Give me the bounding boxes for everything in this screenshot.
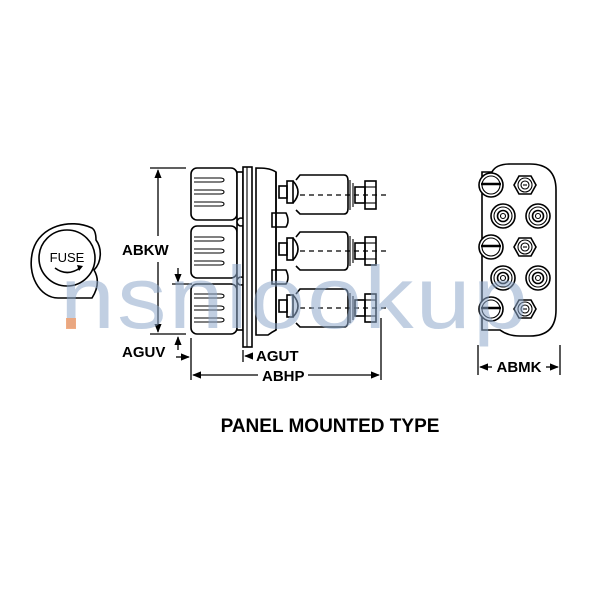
- side-view: [190, 166, 388, 348]
- terminal-stud-3: [490, 265, 516, 291]
- dimension-label-abmk: ABMK: [497, 359, 542, 376]
- dimension-agut: AGUT: [242, 348, 299, 365]
- watermark: nsnlookup: [60, 248, 530, 347]
- slotted-screw-middle: [478, 234, 504, 260]
- dimension-abmk: ABMK: [477, 345, 561, 376]
- diagram-title: PANEL MOUNTED TYPE: [221, 416, 440, 437]
- terminal-stud-1: [490, 203, 516, 229]
- terminal-bottom: [278, 288, 388, 328]
- dimension-aguv: AGUV: [122, 268, 192, 361]
- slotted-screw-bottom: [478, 296, 504, 322]
- terminal-middle: [278, 231, 388, 271]
- dimension-label-aguv: AGUV: [122, 344, 165, 361]
- dimension-abkw: ABKW: [122, 167, 186, 335]
- watermark-accent-dot: [66, 318, 76, 329]
- terminal-stud-2: [525, 203, 551, 229]
- dimension-abhp: ABHP: [192, 318, 382, 385]
- terminal-top: [278, 174, 388, 215]
- dimension-label-abhp: ABHP: [262, 368, 305, 385]
- slotted-screw-top: [478, 172, 504, 198]
- dimension-label-agut: AGUT: [256, 348, 299, 365]
- hex-nut-top: [513, 175, 537, 195]
- hex-nut-middle: [513, 237, 537, 257]
- watermark-text: nsnlookup: [60, 248, 530, 347]
- fuse-label: FUSE: [50, 250, 85, 265]
- end-view: [478, 163, 557, 337]
- knurled-cap-top: [190, 167, 238, 221]
- fuse-symbol-icon: FUSE: [30, 223, 102, 299]
- dimension-label-abkw: ABKW: [122, 242, 169, 259]
- terminal-stud-4: [525, 265, 551, 291]
- hex-nut-bottom: [513, 299, 537, 319]
